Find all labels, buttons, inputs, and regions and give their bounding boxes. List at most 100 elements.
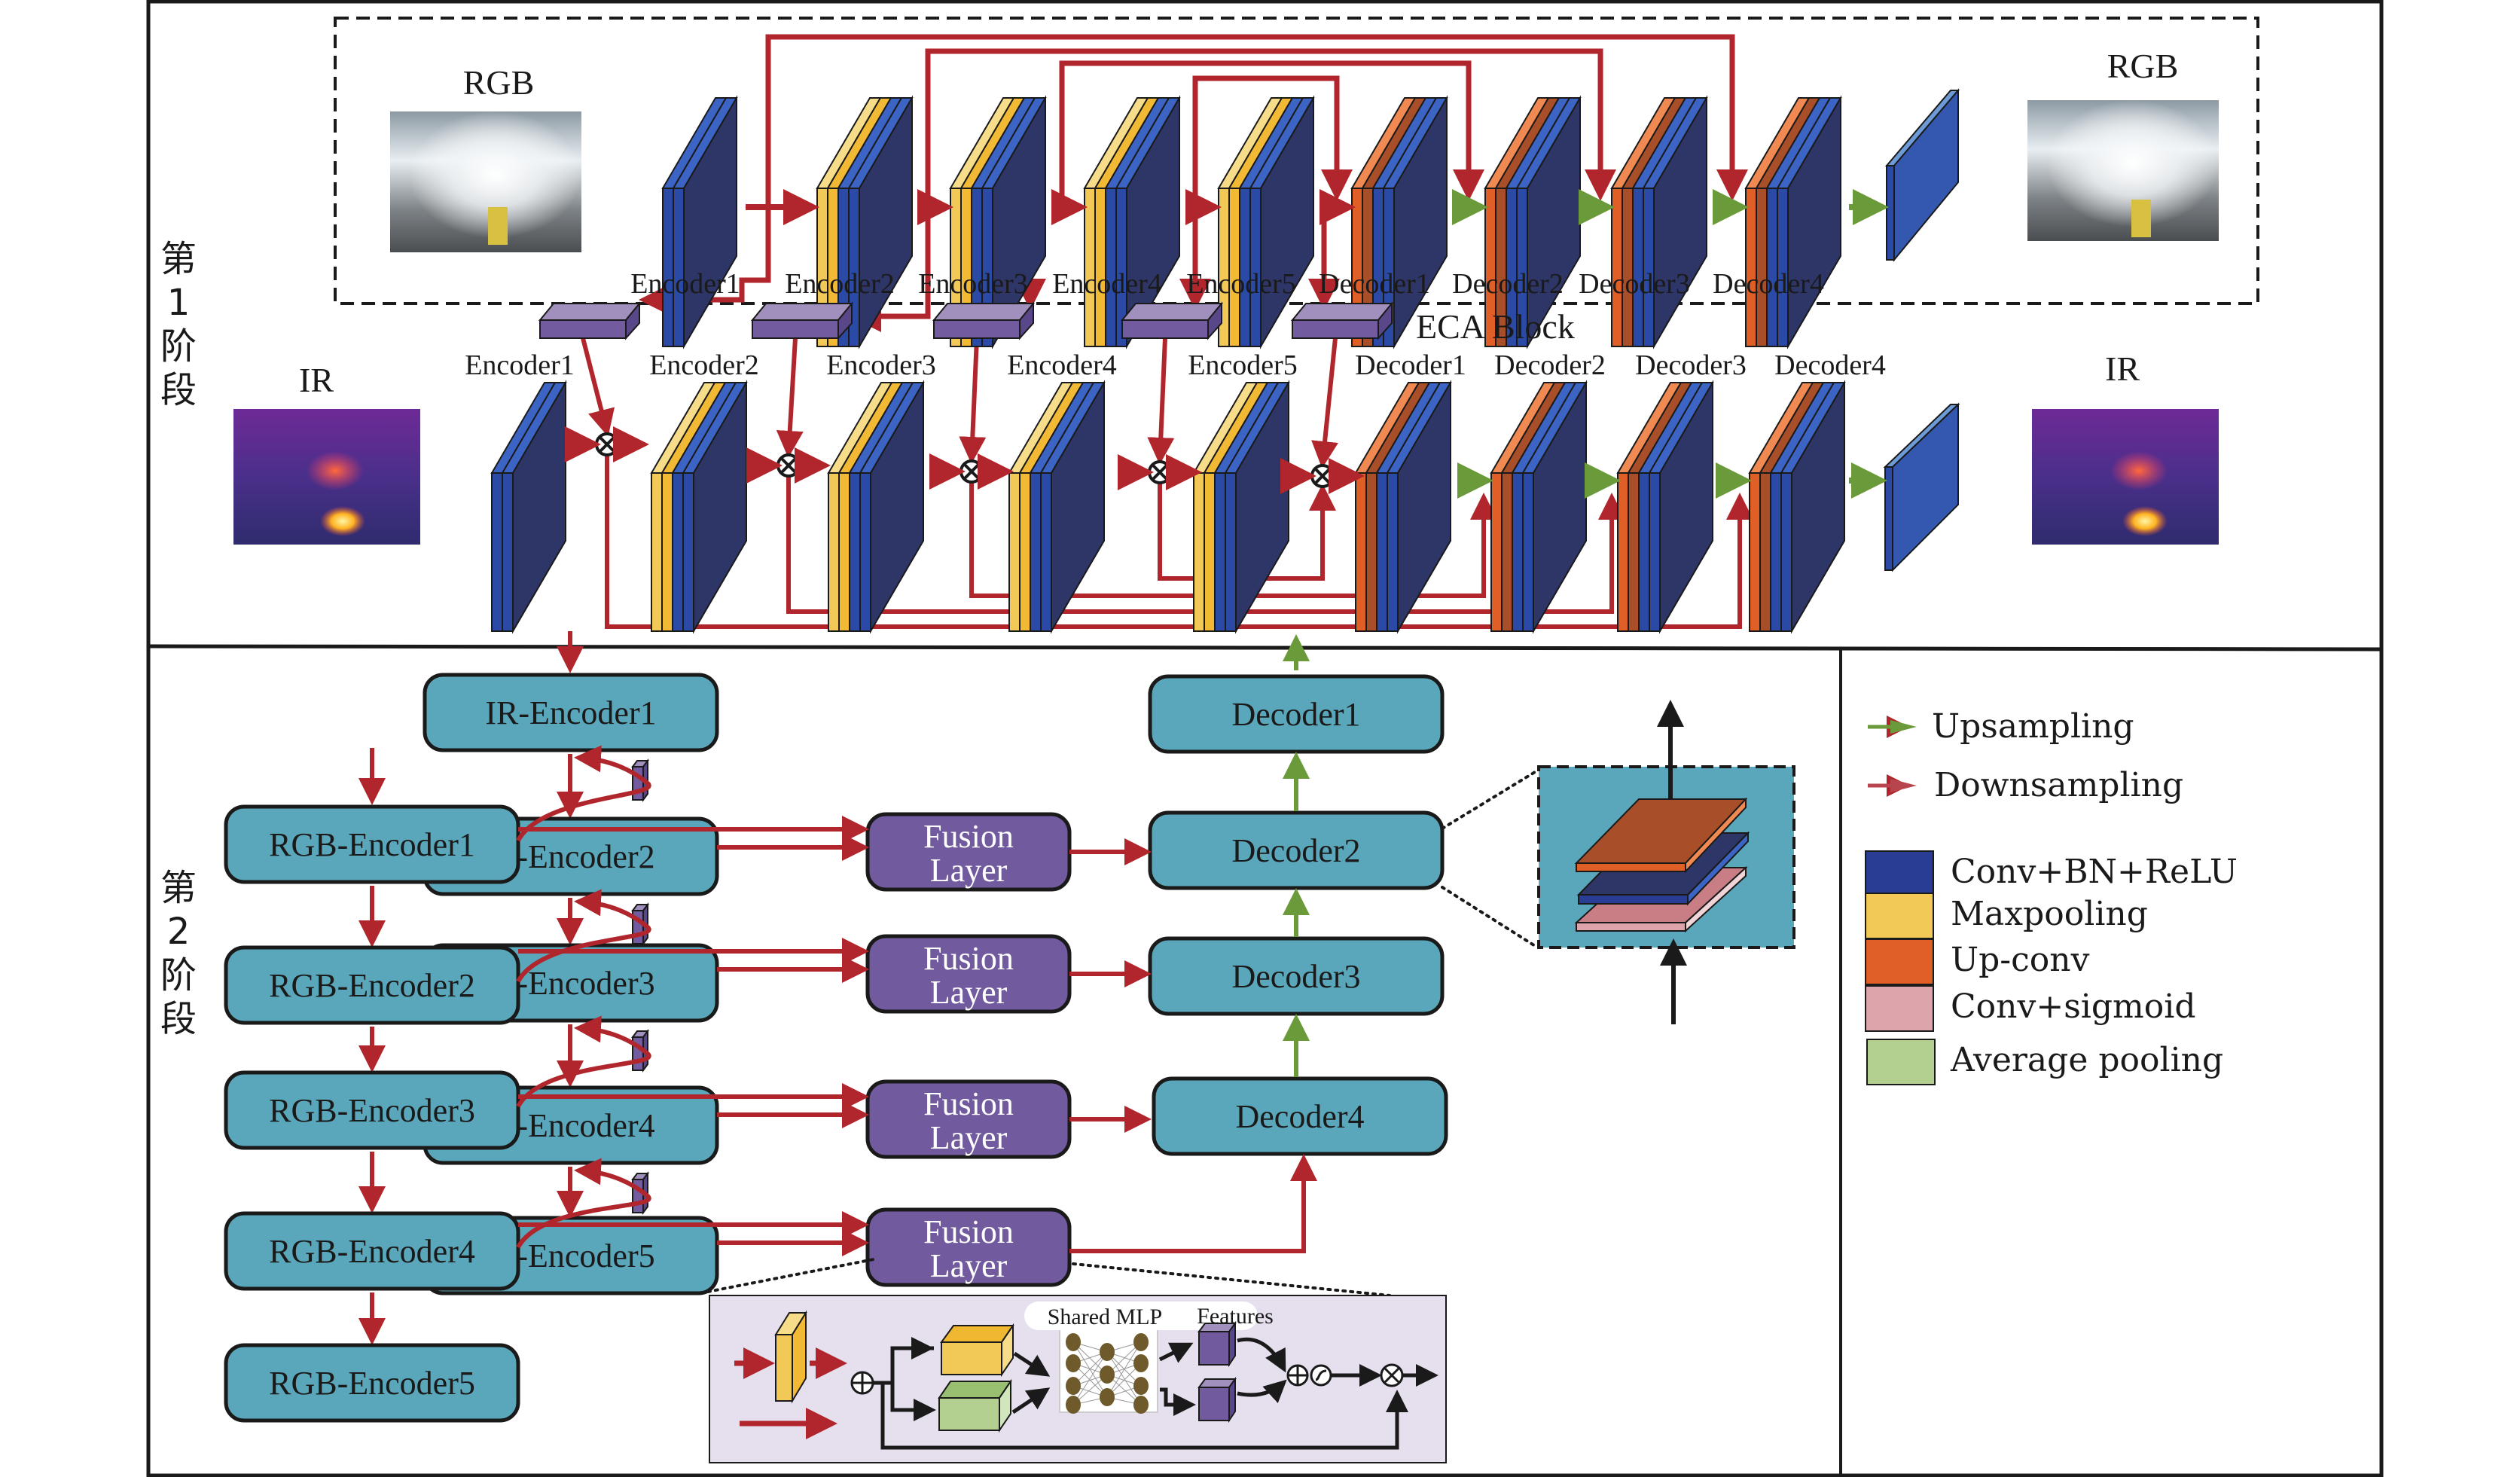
feature-cube-top [1197, 1320, 1237, 1368]
fusion-detail-inset: Shared MLP Features [706, 1258, 1447, 1463]
legend-label: Up-conv [1951, 941, 2090, 979]
multiply-node-3 [959, 459, 984, 484]
eca-to-multiply-connection [776, 337, 804, 458]
rgb-to-ir-eca-curve [516, 1158, 651, 1249]
rgb-encoder1-label: Encoder1 [630, 268, 740, 300]
legend-item-maxpooling: Maxpooling [1865, 893, 2148, 939]
mlp-node [1100, 1366, 1115, 1384]
eca-block-3 [932, 301, 1036, 340]
decoder-2-label: Decoder2 [1231, 832, 1360, 869]
up-conv-plate [1574, 797, 1748, 874]
stage1-label-char: 段 [160, 369, 197, 411]
rgb-decoder4-label: Decoder4 [1713, 268, 1824, 300]
legend-label: Downsampling [1934, 766, 2183, 804]
ir-encoder5-stack [1192, 380, 1290, 634]
rgb-encoder-3-label: RGB-Encoder3 [269, 1092, 475, 1129]
eca-block-5 [1290, 301, 1394, 340]
ir-output: IR [2032, 349, 2219, 545]
eca-to-multiply-connection [959, 337, 987, 464]
multiply-node-2 [776, 453, 801, 478]
conv-bn-relu-swatch [1865, 850, 1934, 897]
ir-decoder4-label: Decoder4 [1774, 349, 1886, 381]
ir-encoder4-label: Encoder4 [1007, 349, 1117, 381]
mlp-node [1100, 1343, 1115, 1361]
fusion-to-decoder-arrow [1069, 1154, 1317, 1253]
decoder-3-label: Decoder3 [1231, 958, 1360, 995]
stage1-label-char: 第 [160, 238, 197, 280]
rgb-encoder-1-label: RGB-Encoder1 [269, 826, 475, 863]
ir-output-label: IR [2105, 349, 2140, 388]
rgb-to-ir-eca-curve [516, 745, 651, 842]
rgb-encoder2-label: Encoder2 [785, 268, 895, 300]
ir-decoder2-stack [1490, 380, 1588, 634]
legend-label: Average pooling [1950, 1041, 2223, 1079]
ir-decoder1-stack [1354, 380, 1452, 634]
mlp-node [1133, 1333, 1149, 1351]
rgb-encoder4-stack [1083, 95, 1181, 349]
maxpool-feature-cube [940, 1323, 1014, 1378]
ir-encoder-1 [423, 673, 719, 752]
rgb-skip-connection [1059, 60, 1484, 207]
mlp-node [1100, 1388, 1115, 1406]
mlp-node [1066, 1333, 1081, 1351]
shared-mlp-label: Shared MLP [1048, 1305, 1163, 1329]
legend-item-up-conv: Up-conv [1865, 938, 2090, 985]
sigmoid-op-icon [1310, 1364, 1332, 1387]
ir-encoder5-label: Encoder5 [1188, 349, 1298, 381]
fusion-layer-3-line2: Layer [930, 1119, 1008, 1156]
legend-label: Conv+BN+ReLU [1951, 853, 2238, 891]
eca-to-multiply-connection [1311, 337, 1338, 468]
eca-block-2 [750, 301, 854, 340]
shared-mlp-network [1059, 1329, 1158, 1414]
average-pooling-swatch [1866, 1039, 1936, 1085]
maxpooling-swatch [1865, 893, 1934, 939]
multiply-node-1 [595, 432, 619, 456]
ir-output-image [2032, 409, 2219, 545]
legend-item-upsampling: Upsampling [1868, 707, 2134, 746]
maxpool-cube [774, 1310, 807, 1404]
rgb-output-plane [1884, 88, 1960, 262]
rgb-input-image [390, 111, 581, 252]
fusion-layer-2-line2: Layer [930, 974, 1008, 1011]
rgb-encoder-2 [224, 945, 520, 1025]
legend-item-average-pooling: Average pooling [1866, 1039, 2223, 1085]
ir-encoder-4-label: -Encoder4 [517, 1107, 654, 1144]
legend-item-conv-bn-relu: Conv+BN+ReLU [1865, 850, 2238, 897]
rgb-input-label: RGB [463, 63, 535, 102]
fusion-layer-4-line1: Fusion [923, 1213, 1014, 1250]
multiply-node-5 [1310, 464, 1335, 488]
rgb-encoder5-stack [1217, 95, 1315, 349]
legend-label: Upsampling [1932, 707, 2134, 746]
ir-skip-connection [605, 455, 1753, 629]
conv-sigmoid-swatch [1865, 985, 1934, 1032]
decoder-4-label: Decoder4 [1235, 1098, 1364, 1135]
legend-label: Conv+sigmoid [1951, 987, 2196, 1026]
add-op-icon-2 [1286, 1364, 1309, 1387]
rgb-encoder4-label: Encoder4 [1052, 268, 1162, 300]
multiply-node-4 [1148, 460, 1172, 484]
rgb-input: RGB [390, 63, 581, 252]
rgb-encoder-2-label: RGB-Encoder2 [269, 967, 475, 1004]
ir-encoder4-stack [1008, 380, 1106, 634]
ir-decoder1-label: Decoder1 [1355, 349, 1466, 381]
ir-input-image [233, 409, 420, 545]
rgb-skip-connection [1192, 75, 1353, 207]
decoder-1-label: Decoder1 [1231, 696, 1360, 733]
frames [146, 0, 2384, 1477]
rgb-encoder5-label: Encoder5 [1186, 268, 1296, 300]
rgb-skip-connection [765, 34, 1748, 207]
ir-encoder2-label: Encoder2 [649, 349, 759, 381]
multiply-op-icon [1380, 1363, 1404, 1387]
rgb-decoder2-stack [1484, 95, 1582, 349]
feature-cube-bottom [1197, 1376, 1237, 1424]
ir-decoder3-stack [1616, 380, 1714, 634]
rgb-to-ir-eca-curve [516, 889, 651, 983]
up-conv-swatch [1865, 938, 1934, 985]
stage2-label-char: 段 [160, 998, 197, 1040]
rgb-skip-connection [925, 48, 1616, 207]
eca-blocks [538, 301, 1394, 340]
ir-encoder2-stack [650, 380, 748, 634]
ir-encoder-3-label: -Encoder3 [517, 965, 654, 1002]
